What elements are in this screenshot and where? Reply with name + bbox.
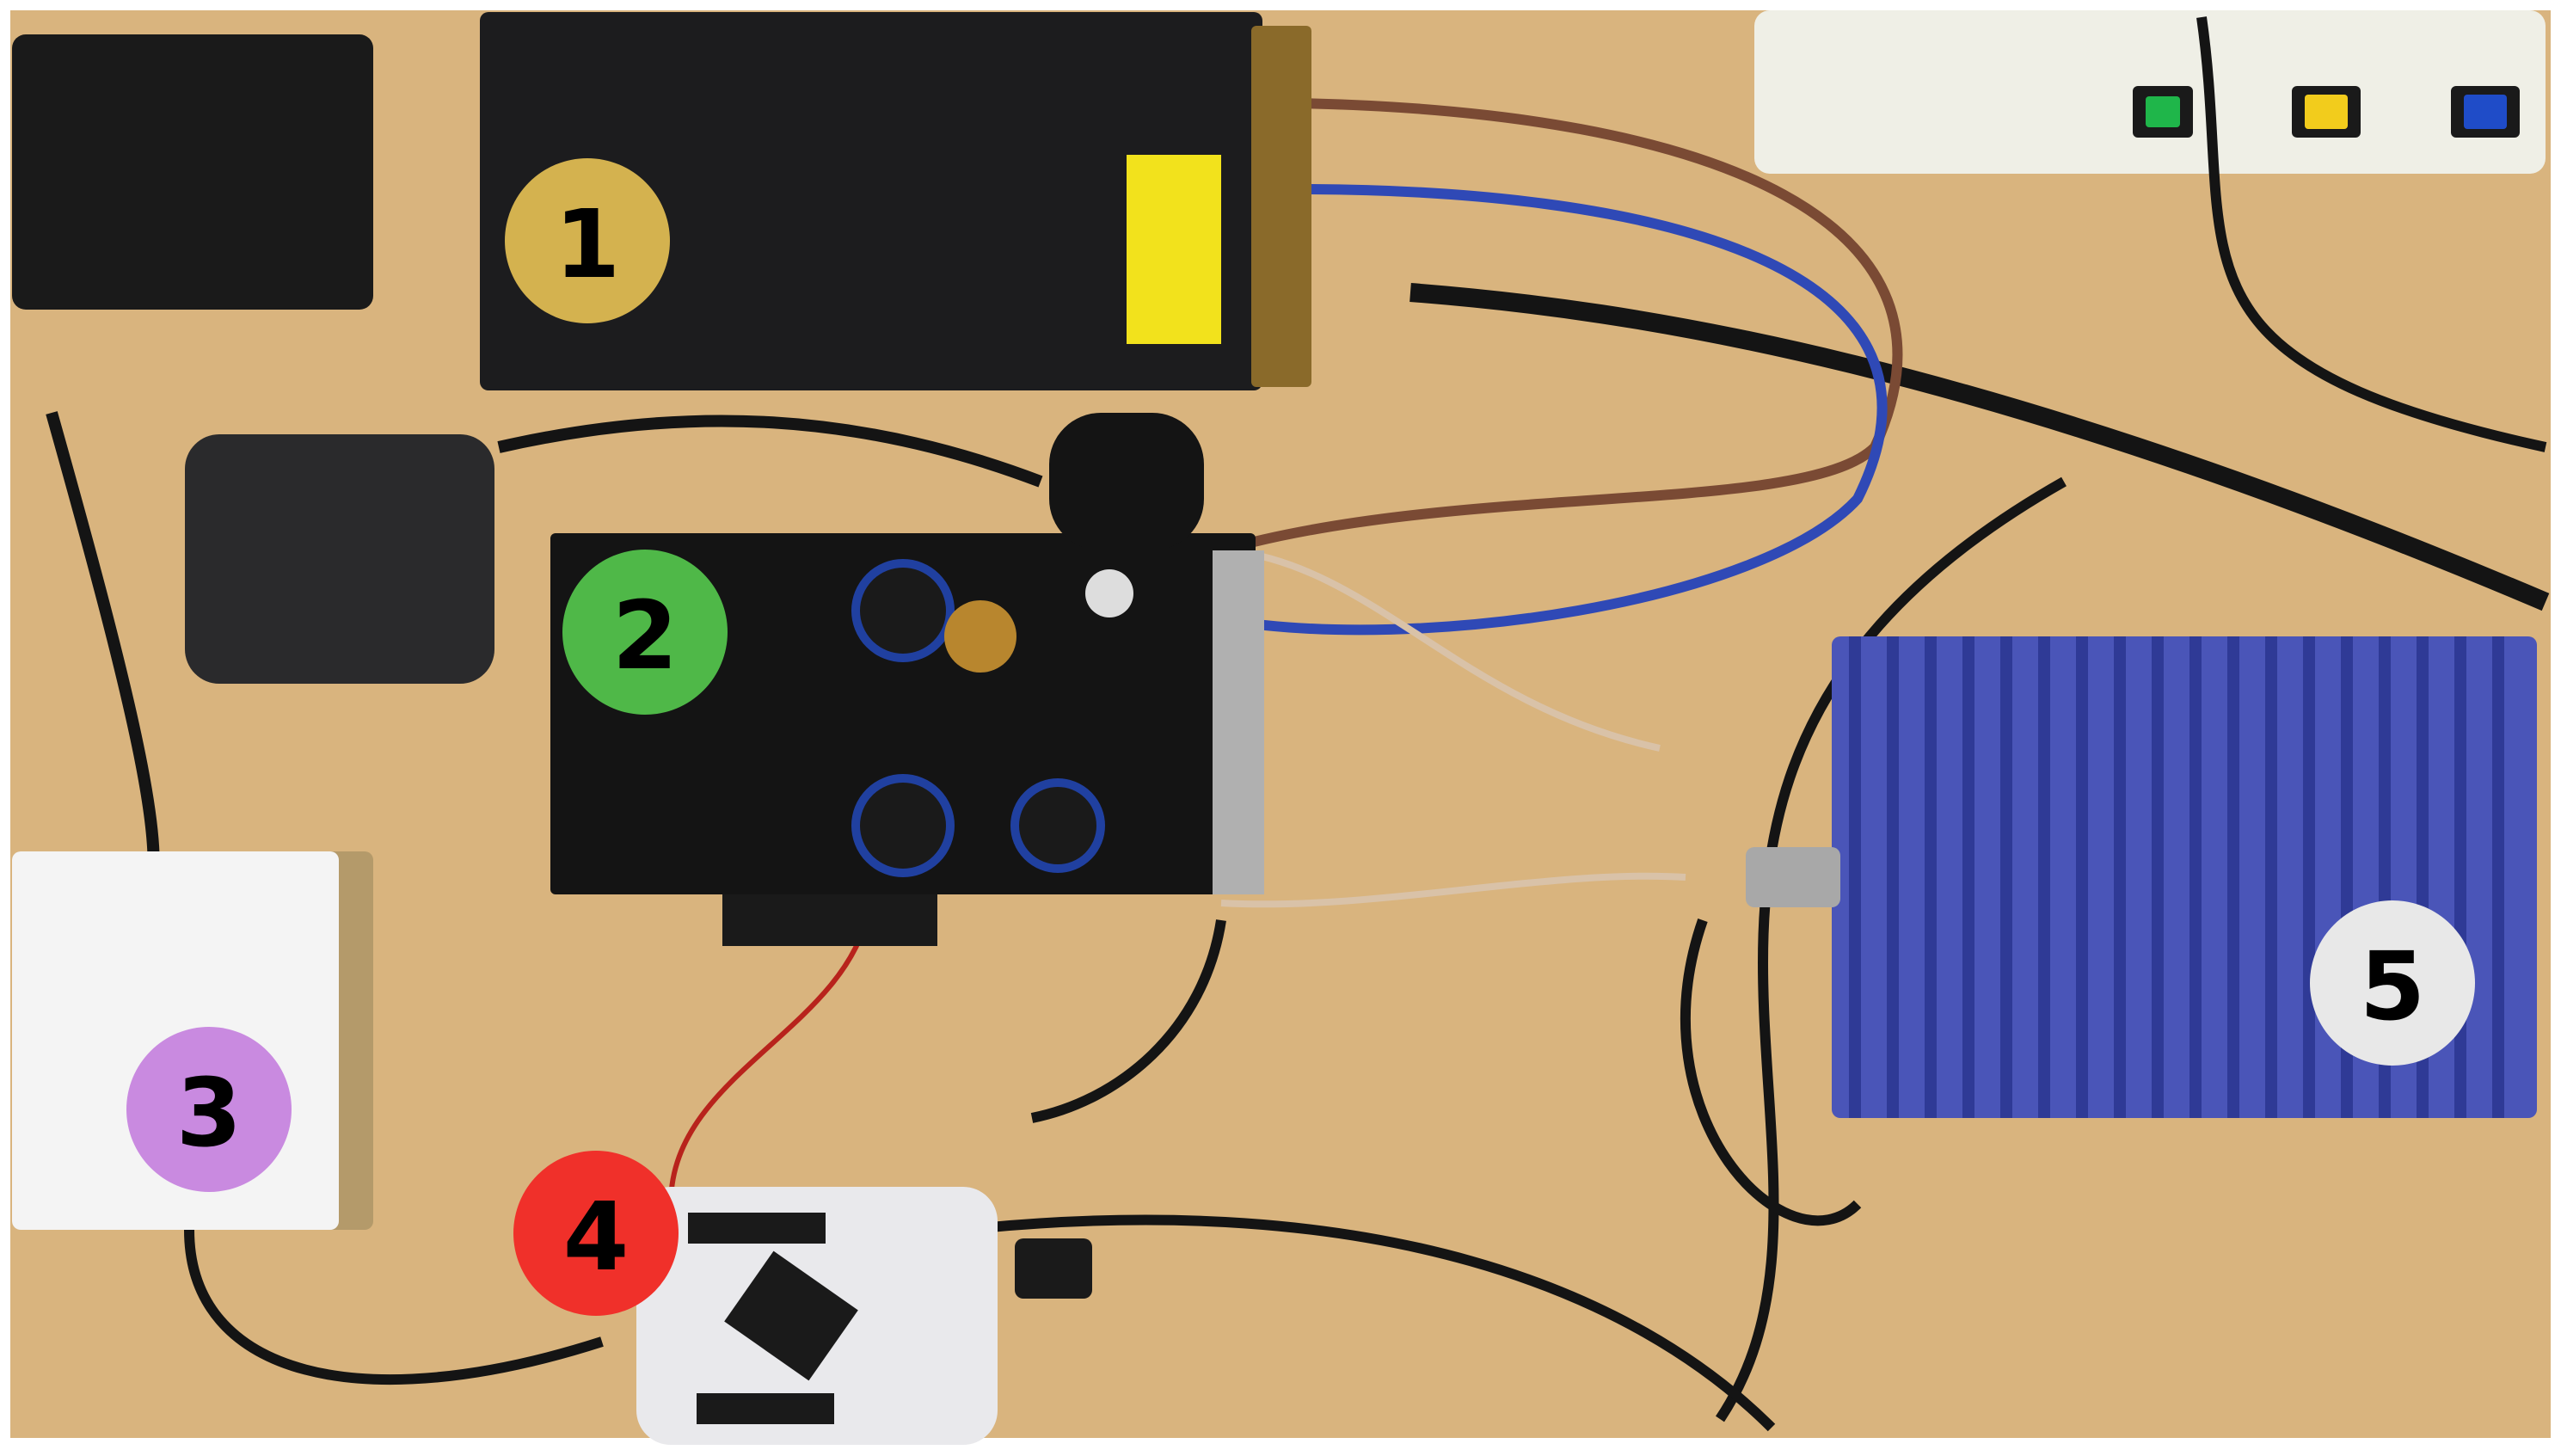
heatsink-fin bbox=[2492, 636, 2504, 1118]
heatsink-fin bbox=[2076, 636, 2088, 1118]
heatsink-fin bbox=[1962, 636, 1974, 1118]
heatsink-fin bbox=[2038, 636, 2050, 1118]
marker-2-label: 2 bbox=[612, 581, 679, 691]
marker-1-label: 1 bbox=[555, 189, 621, 299]
device-markers: 1 2 3 4 5 bbox=[126, 158, 2475, 1316]
heatsink-fin bbox=[2189, 636, 2202, 1118]
marker-5: 5 bbox=[2310, 900, 2475, 1066]
heatsink-fin bbox=[2114, 636, 2126, 1118]
black-box-top-left bbox=[12, 34, 373, 310]
marker-4: 4 bbox=[513, 1151, 679, 1316]
marker-3: 3 bbox=[126, 1027, 292, 1192]
heatsink-fin bbox=[2000, 636, 2012, 1118]
marker-3-label: 3 bbox=[176, 1058, 243, 1168]
marker-4-label: 4 bbox=[563, 1182, 630, 1292]
heatsink-fin bbox=[2303, 636, 2315, 1118]
heatsink-fin bbox=[2265, 636, 2277, 1118]
heatsink-fin bbox=[1925, 636, 1937, 1118]
controller-board bbox=[636, 1187, 1092, 1445]
heatsink-fin bbox=[2152, 636, 2164, 1118]
heatsink-fin bbox=[1849, 636, 1861, 1118]
marker-1: 1 bbox=[505, 158, 670, 323]
heatsink-fin bbox=[2227, 636, 2239, 1118]
heatsink-fin bbox=[2454, 636, 2466, 1118]
marker-5-label: 5 bbox=[2360, 931, 2426, 1041]
marker-2: 2 bbox=[562, 550, 728, 715]
cables bbox=[46, 16, 2550, 1432]
power-supply bbox=[480, 12, 1311, 390]
power-strip bbox=[1754, 10, 2546, 174]
grey-router-box bbox=[185, 434, 494, 684]
heatsink-fin bbox=[1887, 636, 1899, 1118]
